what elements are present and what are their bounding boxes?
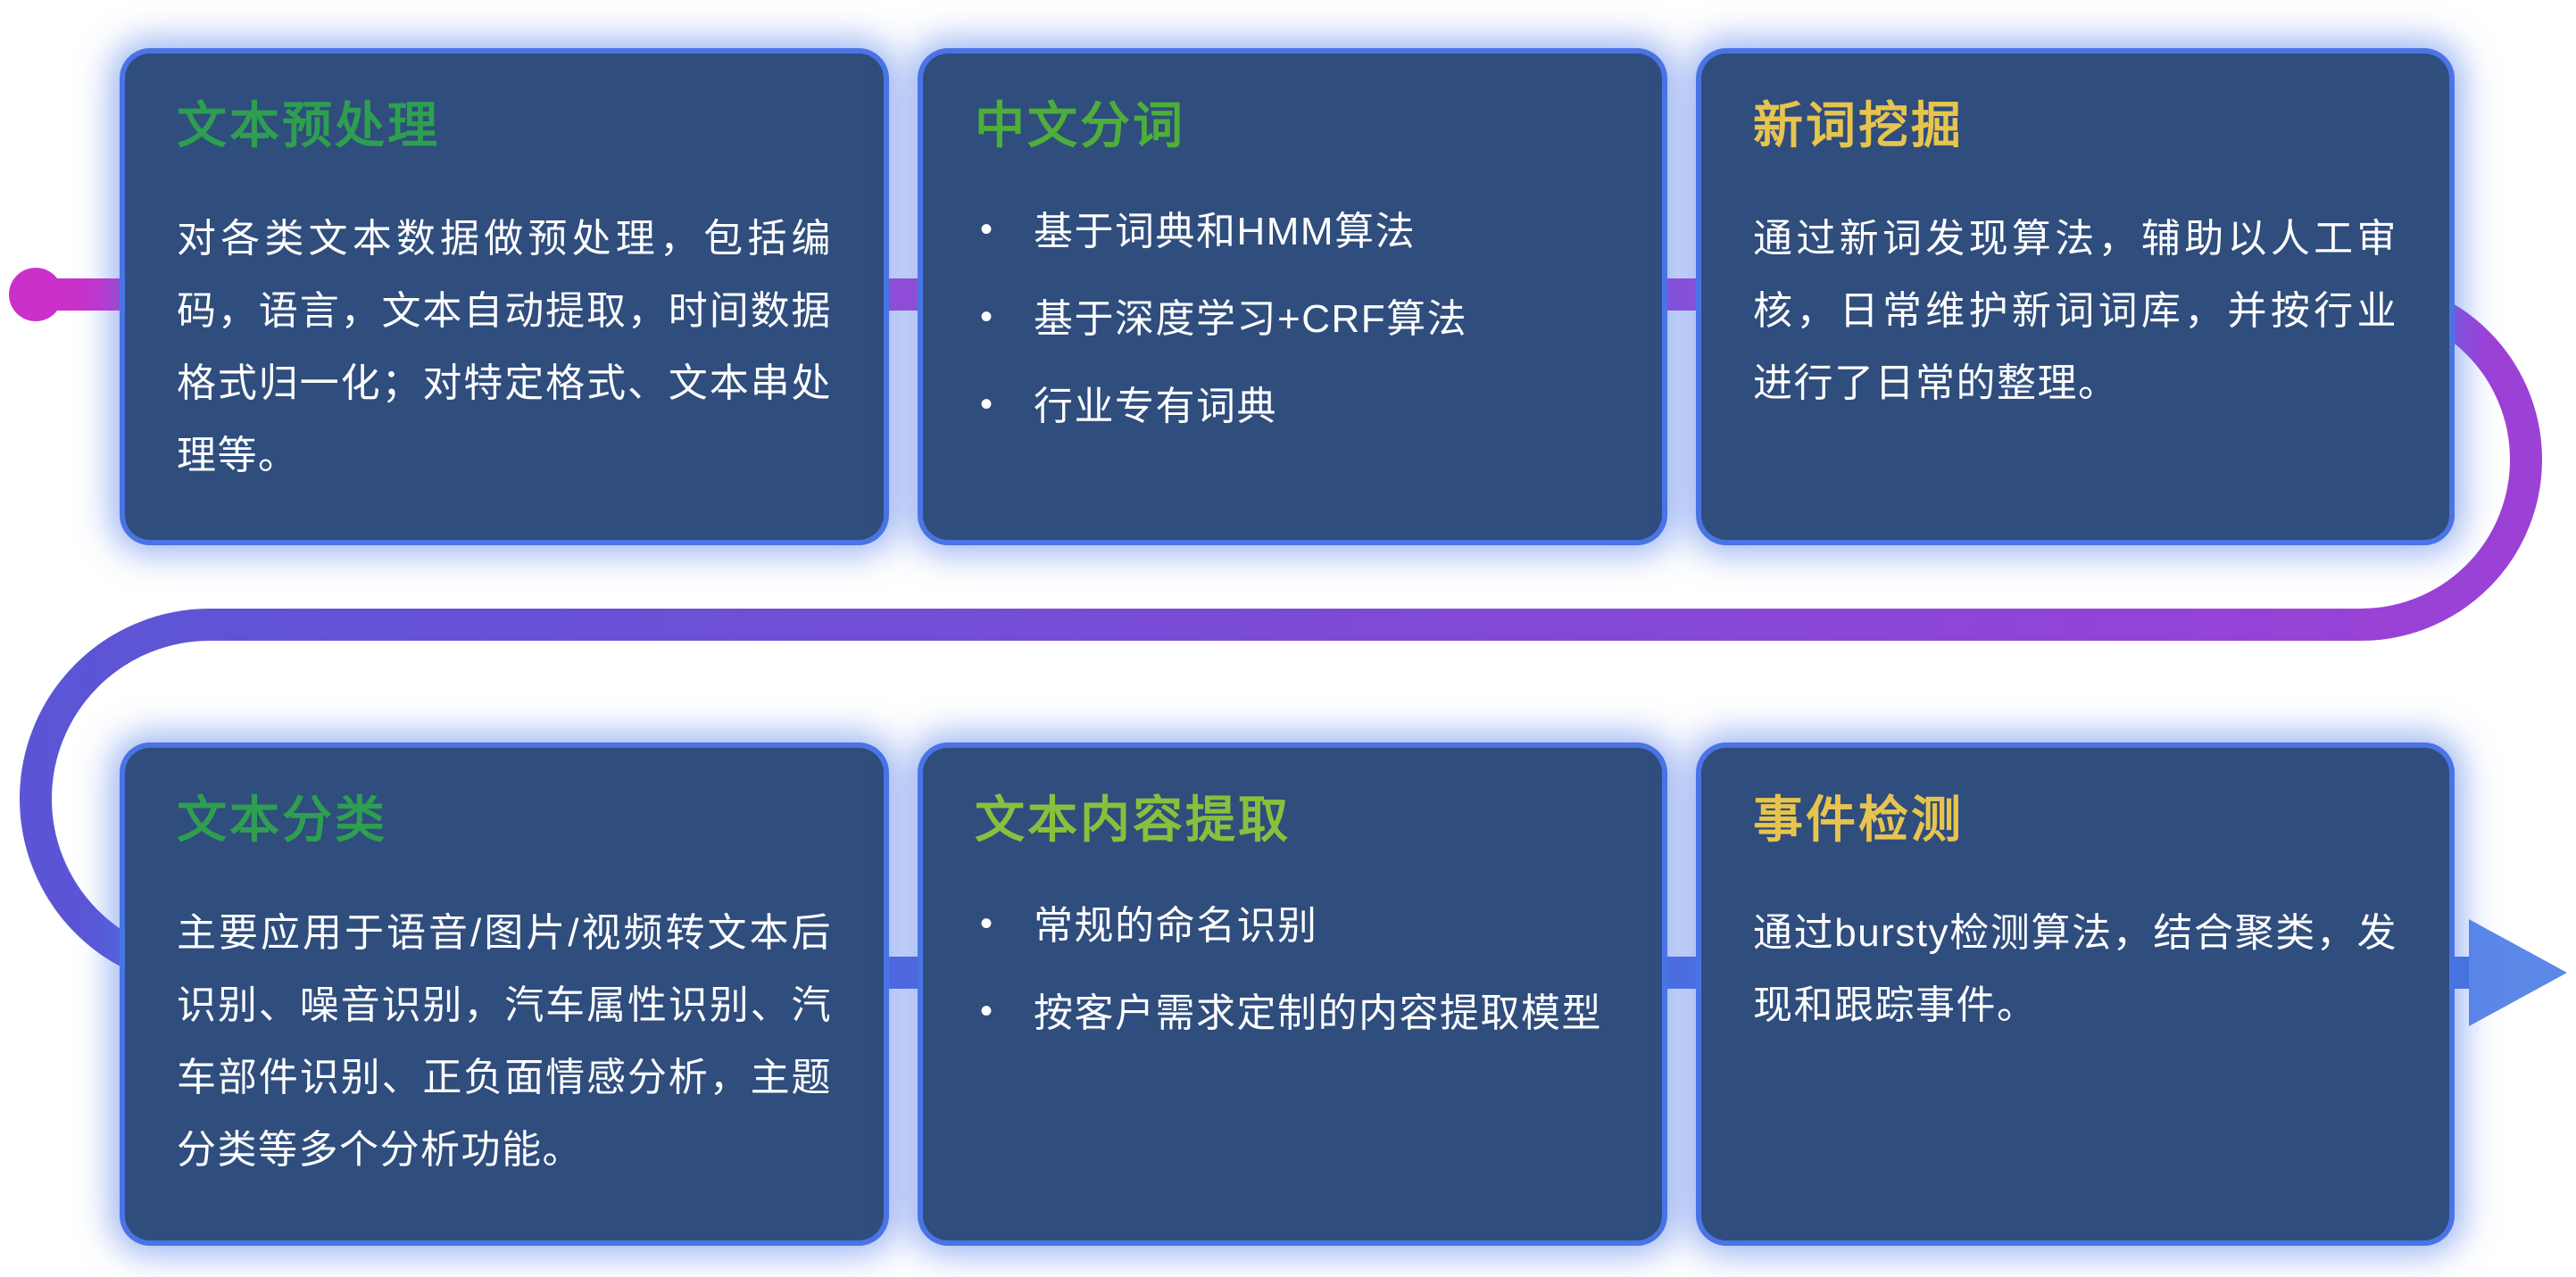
card-title: 文本内容提取 [975, 792, 1291, 848]
card-new-word-mining: 新词挖掘 通过新词发现算法，辅助以人工审核，日常维护新词词库，并按行业进行了日常… [1701, 54, 2449, 540]
list-item: • 按客户需求定制的内容提取模型 [975, 985, 1610, 1042]
card-body: 通过bursty检测算法，结合聚类，发现和跟踪事件。 [1753, 911, 2397, 1027]
card-title: 文本预处理 [177, 97, 440, 153]
card-title: 中文分词 [975, 97, 1185, 153]
card-body: 主要应用于语音/图片/视频转文本后识别、噪音识别，汽车属性识别、汽车部件识别、正… [177, 911, 832, 1172]
list-item: • 基于深度学习+CRF算法 [975, 291, 1610, 348]
bullet-icon: • [980, 991, 994, 1031]
flow-end-arrow [2469, 919, 2567, 1026]
card-text-preprocessing: 文本预处理 对各类文本数据做预处理，包括编码，语言，文本自动提取，时间数据格式归… [125, 54, 884, 540]
list-item-text: 基于词典和HMM算法 [1034, 210, 1417, 253]
bullet-icon: • [980, 210, 994, 249]
bullet-icon: • [980, 384, 994, 424]
flow-segment-middle [20, 459, 2542, 800]
card-title: 新词挖掘 [1753, 97, 1964, 153]
list-item-text: 基于深度学习+CRF算法 [1034, 296, 1468, 341]
list-item: • 基于词典和HMM算法 [975, 203, 1610, 261]
list-item-text: 常规的命名识别 [1034, 904, 1318, 948]
card-text-content-extraction: 文本内容提取 • 常规的命名识别 • 按客户需求定制的内容提取模型 [923, 748, 1662, 1240]
card-text-classification: 文本分类 主要应用于语音/图片/视频转文本后识别、噪音识别，汽车属性识别、汽车部… [125, 748, 884, 1240]
card-body: 通过新词发现算法，辅助以人工审核，日常维护新词词库，并按行业进行了日常的整理。 [1753, 217, 2397, 405]
flow-start-dot [9, 268, 62, 321]
card-title: 事件检测 [1753, 792, 1964, 848]
bullet-icon: • [980, 904, 994, 943]
feature-list: • 常规的命名识别 • 按客户需求定制的内容提取模型 [975, 898, 1610, 1042]
list-item: • 常规的命名识别 [975, 898, 1610, 955]
card-body: 对各类文本数据做预处理，包括编码，语言，文本自动提取，时间数据格式归一化；对特定… [177, 217, 832, 477]
card-chinese-word-segmentation: 中文分词 • 基于词典和HMM算法 • 基于深度学习+CRF算法 • 行业专有词… [923, 54, 1662, 540]
list-item-text: 行业专有词典 [1034, 384, 1277, 428]
card-event-detection: 事件检测 通过bursty检测算法，结合聚类，发现和跟踪事件。 [1701, 748, 2449, 1240]
list-item: • 行业专有词典 [975, 378, 1610, 435]
bullet-icon: • [980, 296, 994, 336]
card-title: 文本分类 [177, 792, 387, 848]
feature-list: • 基于词典和HMM算法 • 基于深度学习+CRF算法 • 行业专有词典 [975, 203, 1610, 435]
list-item-text: 按客户需求定制的内容提取模型 [1034, 991, 1602, 1035]
